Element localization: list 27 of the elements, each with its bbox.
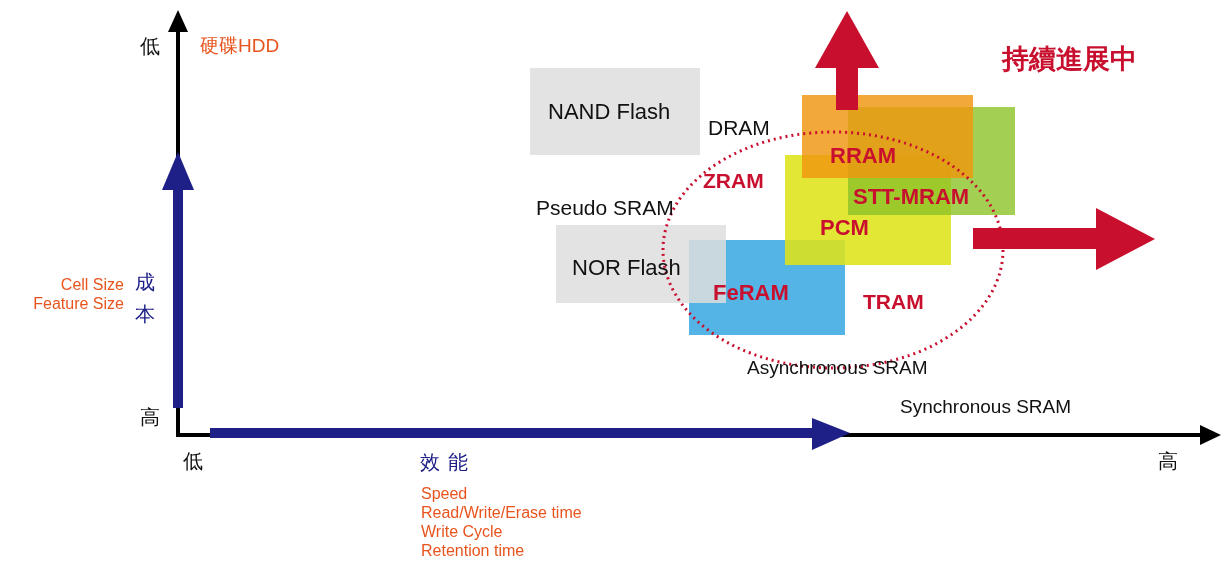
category-label: 硬碟HDD — [200, 36, 280, 57]
memory-name: NOR Flash — [572, 257, 681, 279]
axis-label: 高 — [1158, 450, 1178, 472]
axis-note: Speed — [421, 485, 468, 503]
memory-label: Asynchronous SRAM — [747, 358, 928, 379]
memory-name: PCM — [820, 217, 869, 239]
memory-label: DRAM — [708, 116, 770, 140]
axis-note: Cell Size — [60, 276, 124, 294]
axis-label: 高 — [140, 406, 160, 428]
axis-label: 低 — [140, 35, 160, 57]
memory-box — [530, 68, 700, 155]
axis-title: 成本 — [135, 270, 155, 327]
axis-label: 低 — [183, 450, 203, 472]
memory-box — [802, 95, 973, 178]
memory-label: ZRAM — [703, 169, 764, 193]
axis-note: Read/Write/Erase time — [421, 504, 582, 522]
memory-name: STT-MRAM — [853, 186, 970, 208]
axis-note: Feature Size — [33, 295, 124, 313]
axis-note: Write Cycle — [421, 523, 503, 541]
memory-name: NAND Flash — [548, 101, 671, 123]
note-text: 持續進展中 — [1002, 45, 1137, 75]
memory-label: Pseudo SRAM — [536, 196, 674, 220]
axis-note: Retention time — [421, 542, 525, 560]
memory-name: RRAM — [830, 145, 896, 167]
axis-title: 效能 — [420, 451, 476, 473]
memory-label: TRAM — [863, 290, 924, 314]
memory-label: Synchronous SRAM — [900, 397, 1072, 418]
